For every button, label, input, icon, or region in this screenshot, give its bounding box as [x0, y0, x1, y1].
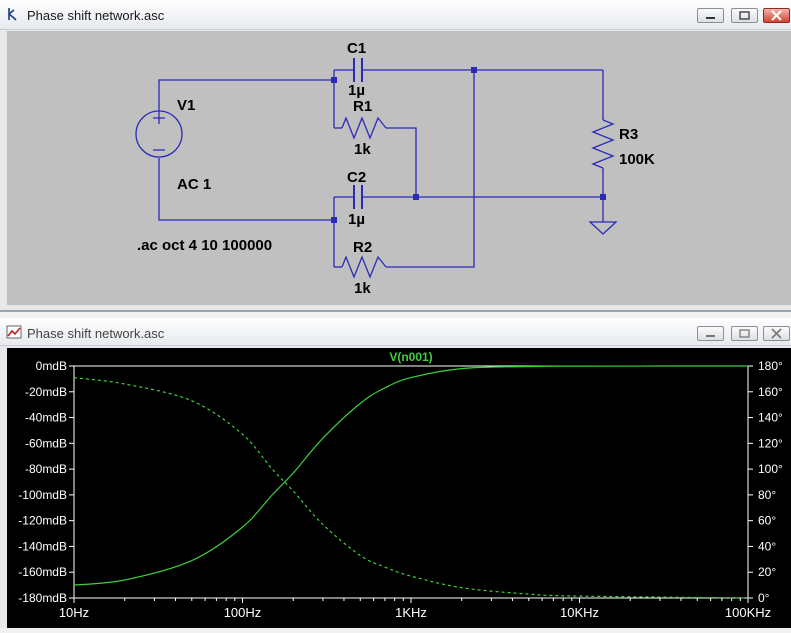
left-tick-label: -60mdB — [25, 436, 67, 450]
r2-name-label: R2 — [353, 239, 372, 256]
junction-dots — [331, 67, 606, 223]
plot-canvas[interactable]: V(n001) 0mdB -20mdB -40mdB -60mdB -80mdB -100… — [7, 348, 791, 628]
left-axis-ticks: 0mdB -20mdB -40mdB -60mdB -80mdB -100mdB -120m… — [18, 359, 74, 605]
left-tick-label: -40mdB — [25, 411, 67, 425]
c1-value-label: 1µ — [348, 82, 365, 99]
plot-minimize-button[interactable] — [697, 326, 724, 341]
trace-label[interactable]: V(n001) — [389, 350, 432, 364]
left-tick-label: -20mdB — [25, 385, 67, 399]
x-tick-label: 10Hz — [59, 605, 89, 620]
schematic-drawing: C1 1µ R1 1k C2 1µ R2 1k R3 100K V1 AC 1 … — [135, 40, 655, 297]
schematic-window: Phase shift network.asc — [0, 0, 791, 312]
maximize-icon — [739, 329, 750, 338]
x-tick-label: 100KHz — [725, 605, 771, 620]
v1-value-label: AC 1 — [177, 176, 211, 193]
right-tick-label: 140° — [758, 411, 783, 425]
left-tick-label: -140mdB — [18, 539, 67, 553]
resistor-r3-symbol[interactable] — [591, 119, 615, 169]
c2-value-label: 1µ — [348, 211, 365, 228]
maximize-icon — [739, 11, 750, 20]
right-tick-label: 100° — [758, 462, 783, 476]
right-tick-label: 20° — [758, 565, 776, 579]
left-tick-label: -120mdB — [18, 514, 67, 528]
ground-icon — [588, 221, 618, 235]
x-tick-label: 1KHz — [395, 605, 427, 620]
minimize-button[interactable] — [697, 8, 724, 23]
minimize-icon — [706, 17, 715, 19]
r3-value-label: 100K — [619, 151, 655, 168]
r1-name-label: R1 — [353, 98, 372, 115]
right-tick-label: 160° — [758, 385, 783, 399]
right-tick-label: 60° — [758, 514, 776, 528]
right-tick-label: 0° — [758, 591, 770, 605]
capacitor-c1-symbol[interactable] — [353, 58, 363, 82]
schematic-titlebar[interactable]: Phase shift network.asc — [0, 0, 791, 30]
close-icon — [771, 10, 782, 21]
voltage-source-v1-symbol[interactable] — [135, 110, 183, 158]
ac-directive-label[interactable]: .ac oct 4 10 100000 — [137, 237, 272, 254]
plot-close-button[interactable] — [763, 326, 790, 341]
plot-titlebar[interactable]: Phase shift network.asc — [0, 318, 791, 346]
right-axis-ticks: 180° 160° 140° 120° 100° 80° 60° 40° 20° 0° — [748, 359, 783, 605]
schematic-icon — [8, 8, 17, 21]
phase-trace[interactable] — [73, 377, 749, 599]
right-tick-label: 120° — [758, 436, 783, 450]
left-tick-label: -80mdB — [25, 462, 67, 476]
schematic-canvas[interactable]: C1 1µ R1 1k C2 1µ R2 1k R3 100K V1 AC 1 … — [7, 31, 791, 305]
resistor-r1-symbol[interactable] — [341, 116, 387, 140]
left-tick-label: 0mdB — [36, 359, 67, 373]
x-tick-label: 10KHz — [560, 605, 599, 620]
close-icon — [771, 328, 782, 339]
v1-name-label: V1 — [177, 97, 195, 114]
magnitude-trace[interactable] — [73, 365, 749, 586]
minimize-icon — [706, 335, 715, 337]
plot-maximize-button[interactable] — [731, 326, 758, 341]
right-tick-label: 180° — [758, 359, 783, 373]
capacitor-c2-symbol[interactable] — [353, 185, 363, 209]
schematic-window-title: Phase shift network.asc — [27, 8, 165, 23]
close-button[interactable] — [763, 8, 790, 23]
left-tick-label: -180mdB — [18, 591, 67, 605]
c1-name-label: C1 — [347, 40, 366, 57]
r2-value-label: 1k — [354, 280, 371, 297]
x-tick-label: 100Hz — [224, 605, 262, 620]
c2-name-label: C2 — [347, 169, 366, 186]
plot-window-title: Phase shift network.asc — [27, 326, 165, 341]
left-tick-label: -100mdB — [18, 488, 67, 502]
r1-value-label: 1k — [354, 141, 371, 158]
x-axis-ticks: 10Hz 100Hz 1KHz 10KHz 100KHz — [59, 598, 771, 620]
left-tick-label: -160mdB — [18, 565, 67, 579]
traces — [73, 365, 749, 599]
maximize-button[interactable] — [731, 8, 758, 23]
r3-name-label: R3 — [619, 126, 638, 143]
right-tick-label: 40° — [758, 539, 776, 553]
waveform-icon — [6, 325, 22, 339]
resistor-r2-symbol[interactable] — [341, 255, 387, 279]
right-tick-label: 80° — [758, 488, 776, 502]
bode-plot[interactable]: V(n001) 0mdB -20mdB -40mdB -60mdB -80mdB -100… — [7, 348, 791, 628]
